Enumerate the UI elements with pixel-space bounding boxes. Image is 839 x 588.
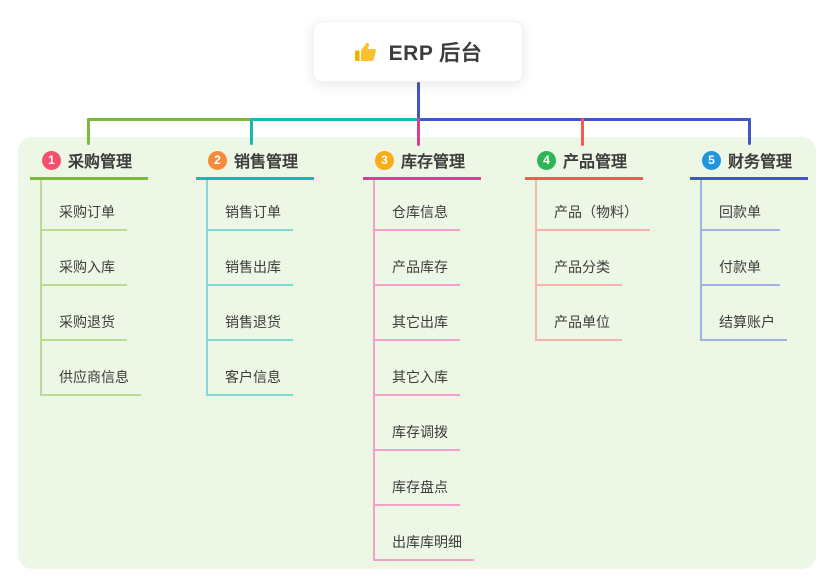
branch-title-node[interactable]: 1 采购管理 bbox=[30, 147, 148, 180]
branch-number-badge: 3 bbox=[375, 150, 394, 170]
item-node[interactable]: 采购订单 bbox=[42, 180, 127, 231]
item-node[interactable]: 其它出库 bbox=[375, 286, 460, 341]
connector-drop-inventory bbox=[417, 118, 420, 146]
branch-inventory: 3 库存管理 仓库信息 产品库存 其它出库 其它入库 库存调拨 库存盘点 出库库… bbox=[363, 147, 523, 561]
item-node[interactable]: 采购入库 bbox=[42, 231, 127, 286]
branch-title-label: 产品管理 bbox=[563, 154, 628, 171]
branch-title-label: 销售管理 bbox=[234, 154, 299, 171]
branches-panel-background bbox=[18, 137, 816, 569]
item-node[interactable]: 销售退货 bbox=[208, 286, 293, 341]
connector-drop-purchase bbox=[87, 118, 90, 145]
branch-title-node[interactable]: 3 库存管理 bbox=[363, 147, 481, 180]
connector-horizontal-blue bbox=[419, 118, 751, 121]
branch-number-badge: 2 bbox=[208, 150, 227, 170]
item-node[interactable]: 仓库信息 bbox=[375, 180, 460, 231]
branch-items: 产品（物料） 产品分类 产品单位 bbox=[535, 180, 650, 341]
root-node-label: ERP 后台 bbox=[388, 41, 483, 65]
branch-title-label: 库存管理 bbox=[401, 154, 466, 171]
branch-product: 4 产品管理 产品（物料） 产品分类 产品单位 bbox=[525, 147, 685, 341]
item-node[interactable]: 付款单 bbox=[702, 231, 780, 286]
branch-number-badge: 4 bbox=[537, 150, 556, 170]
connector-drop-product bbox=[581, 118, 584, 146]
item-node[interactable]: 库存盘点 bbox=[375, 451, 460, 506]
branch-title-node[interactable]: 4 产品管理 bbox=[525, 147, 643, 180]
item-node[interactable]: 回款单 bbox=[702, 180, 780, 231]
item-node[interactable]: 库存调拨 bbox=[375, 396, 460, 451]
item-node[interactable]: 销售订单 bbox=[208, 180, 293, 231]
branch-title-node[interactable]: 5 财务管理 bbox=[690, 147, 808, 180]
connector-root-trunk bbox=[417, 82, 420, 119]
thumbs-up-icon bbox=[354, 42, 376, 61]
item-node[interactable]: 销售出库 bbox=[208, 231, 293, 286]
branch-title-node[interactable]: 2 销售管理 bbox=[196, 147, 314, 180]
item-node[interactable]: 出库库明细 bbox=[375, 506, 474, 561]
branch-title-label: 财务管理 bbox=[728, 154, 793, 171]
connector-horizontal-green bbox=[87, 118, 253, 121]
branch-purchase: 1 采购管理 采购订单 采购入库 采购退货 供应商信息 bbox=[30, 147, 190, 396]
item-node[interactable]: 产品（物料） bbox=[537, 180, 650, 231]
branch-items: 销售订单 销售出库 销售退货 客户信息 bbox=[206, 180, 293, 396]
item-node[interactable]: 产品库存 bbox=[375, 231, 460, 286]
branch-number-badge: 5 bbox=[702, 150, 721, 170]
item-node[interactable]: 产品单位 bbox=[537, 286, 622, 341]
branch-finance: 5 财务管理 回款单 付款单 结算账户 bbox=[690, 147, 839, 341]
branch-title-label: 采购管理 bbox=[68, 154, 133, 171]
branch-items: 仓库信息 产品库存 其它出库 其它入库 库存调拨 库存盘点 出库库明细 bbox=[373, 180, 474, 561]
root-node[interactable]: ERP 后台 bbox=[313, 21, 523, 82]
item-node[interactable]: 其它入库 bbox=[375, 341, 460, 396]
item-node[interactable]: 客户信息 bbox=[208, 341, 293, 396]
item-node[interactable]: 采购退货 bbox=[42, 286, 127, 341]
branch-items: 回款单 付款单 结算账户 bbox=[700, 180, 787, 341]
item-node[interactable]: 结算账户 bbox=[702, 286, 787, 341]
branch-sales: 2 销售管理 销售订单 销售出库 销售退货 客户信息 bbox=[196, 147, 356, 396]
branch-number-badge: 1 bbox=[42, 150, 61, 170]
item-node[interactable]: 产品分类 bbox=[537, 231, 622, 286]
connector-drop-sales bbox=[250, 118, 253, 145]
connector-horizontal-teal bbox=[252, 118, 419, 121]
item-node[interactable]: 供应商信息 bbox=[42, 341, 141, 396]
branch-items: 采购订单 采购入库 采购退货 供应商信息 bbox=[40, 180, 141, 396]
connector-drop-finance bbox=[748, 118, 751, 145]
